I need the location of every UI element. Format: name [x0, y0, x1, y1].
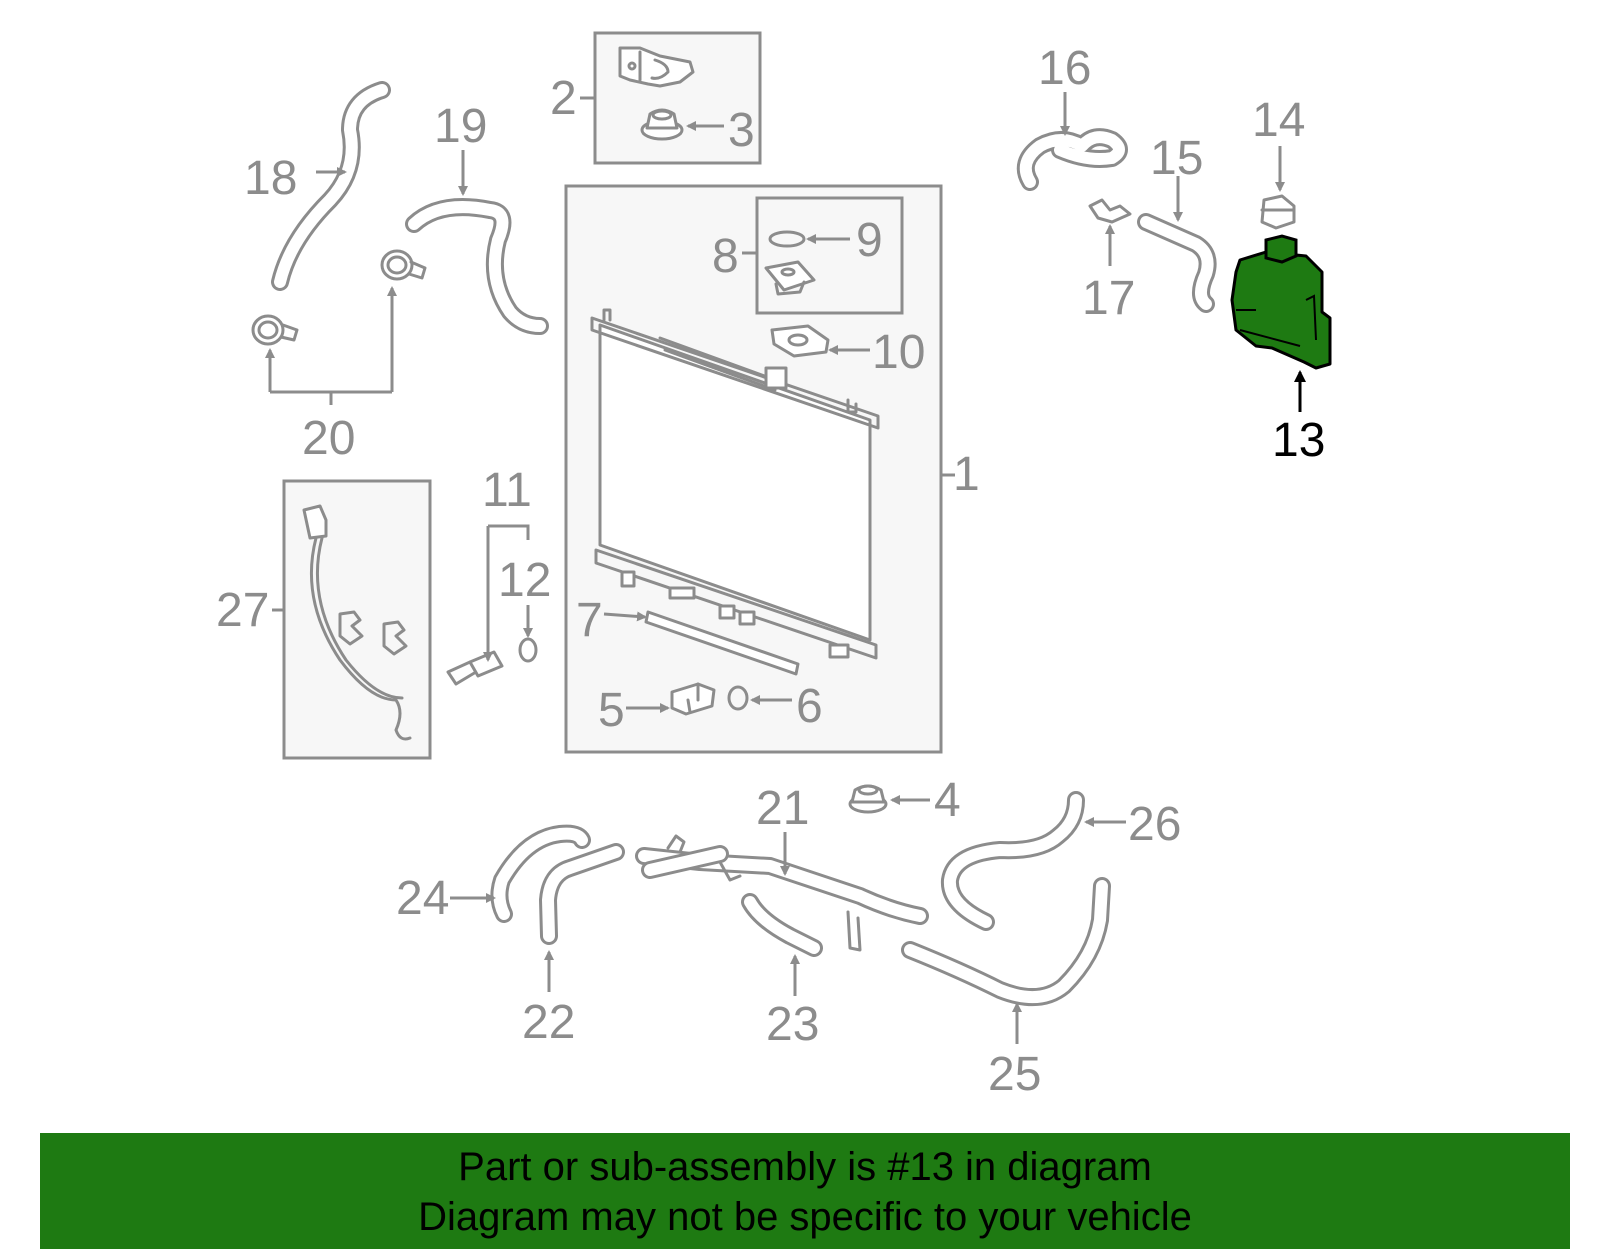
hose-part-24[interactable]: [490, 824, 591, 923]
bracket-part-2[interactable]: [618, 46, 695, 88]
drain-plug-part-5[interactable]: [670, 682, 716, 716]
parts-diagram: 1 2 3 4 5 6 7 8 9 10 11 12 13 14 15 16 1…: [216, 31, 1332, 1101]
oring-part-12[interactable]: [518, 637, 538, 663]
hose-part-23[interactable]: [741, 893, 823, 957]
callout-18: 18: [244, 152, 297, 205]
banner-line-part-number: Part or sub-assembly is #13 in diagram: [458, 1145, 1152, 1189]
callout-9: 9: [856, 214, 883, 267]
callout-11: 11: [482, 464, 532, 517]
callout-13: 13: [1272, 414, 1325, 467]
callout-15: 15: [1150, 132, 1203, 185]
callout-23: 23: [766, 998, 819, 1051]
bolt-part-11[interactable]: [446, 650, 504, 686]
grommet-part-3[interactable]: [640, 108, 684, 141]
callout-24: 24: [396, 872, 449, 925]
hose-part-26[interactable]: [940, 791, 1085, 931]
hose-part-25[interactable]: [901, 877, 1111, 1007]
callout-17: 17: [1082, 272, 1135, 325]
callout-19: 19: [434, 100, 487, 153]
callout-8: 8: [712, 230, 739, 283]
info-banner: Part or sub-assembly is #13 in diagram D…: [40, 1133, 1570, 1249]
callout-5: 5: [598, 684, 625, 737]
clamp-part-20b[interactable]: [380, 249, 427, 281]
seal-part-10[interactable]: [770, 324, 830, 358]
hose-part-19[interactable]: [405, 198, 549, 335]
grommet-part-4[interactable]: [848, 784, 888, 814]
oring-part-6[interactable]: [727, 685, 749, 711]
callout-14: 14: [1252, 94, 1305, 147]
callout-7: 7: [576, 594, 603, 647]
callout-10: 10: [872, 326, 925, 379]
cap-part-8[interactable]: [764, 260, 816, 296]
reservoir-tank-part-13[interactable]: [1230, 234, 1332, 370]
callout-2: 2: [550, 72, 577, 125]
callout-21: 21: [756, 782, 809, 835]
cap-part-14[interactable]: [1260, 194, 1296, 230]
connector-part-17[interactable]: [1088, 198, 1132, 224]
callout-6: 6: [796, 680, 823, 733]
callout-3: 3: [728, 104, 755, 157]
callout-12: 12: [498, 554, 551, 607]
callout-27: 27: [216, 584, 269, 637]
clamp-part-20a[interactable]: [251, 314, 299, 346]
callout-4: 4: [934, 774, 961, 827]
callout-20: 20: [302, 412, 355, 465]
banner-line-disclaimer: Diagram may not be specific to your vehi…: [418, 1195, 1192, 1239]
callout-22: 22: [522, 996, 575, 1049]
callout-25: 25: [988, 1048, 1041, 1101]
callout-1: 1: [953, 448, 980, 501]
callout-16: 16: [1038, 42, 1091, 95]
sensor-harness-part-27[interactable]: [302, 504, 412, 741]
hose-part-22[interactable]: [539, 843, 625, 945]
hose-part-15[interactable]: [1137, 213, 1217, 313]
hose-part-16[interactable]: [1016, 128, 1128, 191]
callout-26: 26: [1128, 798, 1181, 851]
oring-part-9[interactable]: [768, 230, 806, 248]
radiator-part-1[interactable]: [590, 308, 880, 660]
